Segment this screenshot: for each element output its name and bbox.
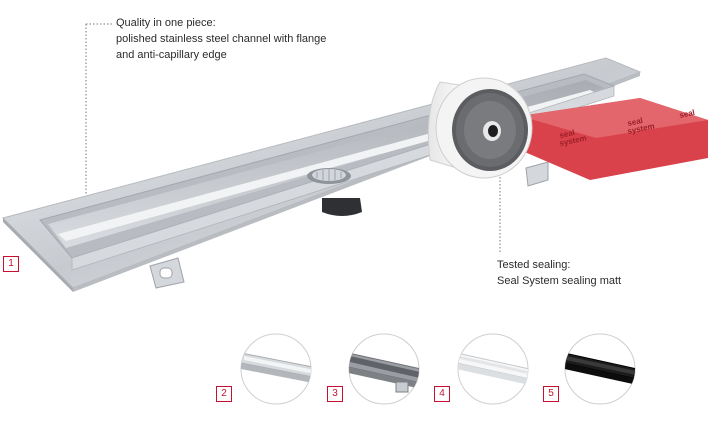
callout-sealing: Tested sealing: Seal System sealing matt [497,257,621,289]
tape-label-1: seal [559,128,576,140]
callout-leader-quality [82,23,112,207]
callout-leader-sealing [496,166,504,254]
callout-quality: Quality in one piece: polished stainless… [116,15,326,63]
badge-5: 5 [543,386,559,402]
callout-sealing-line2: Seal System sealing matt [497,275,622,287]
callout-quality-line2: polished stainless steel channel with fl… [116,33,327,45]
variant-white-grate[interactable] [452,333,534,405]
badge-4: 4 [434,386,450,402]
variant-dark-steel-tile-insert[interactable] [344,333,426,405]
sealing-tape-roll [427,77,533,179]
callout-quality-line3: and anti-capillary edge [116,49,227,61]
sealing-matt: seal system seal system seal [520,98,708,180]
variant-steel-grate[interactable] [236,333,318,405]
badge-1: 1 [3,256,19,272]
svg-text:seal: seal [627,116,644,128]
callout-sealing-title: Tested sealing: [497,259,571,271]
badge-2: 2 [216,386,232,402]
svg-text:seal: seal [679,108,696,120]
callout-quality-title: Quality in one piece: [116,17,216,29]
variant-black-grate[interactable] [560,333,642,405]
badge-3: 3 [327,386,343,402]
